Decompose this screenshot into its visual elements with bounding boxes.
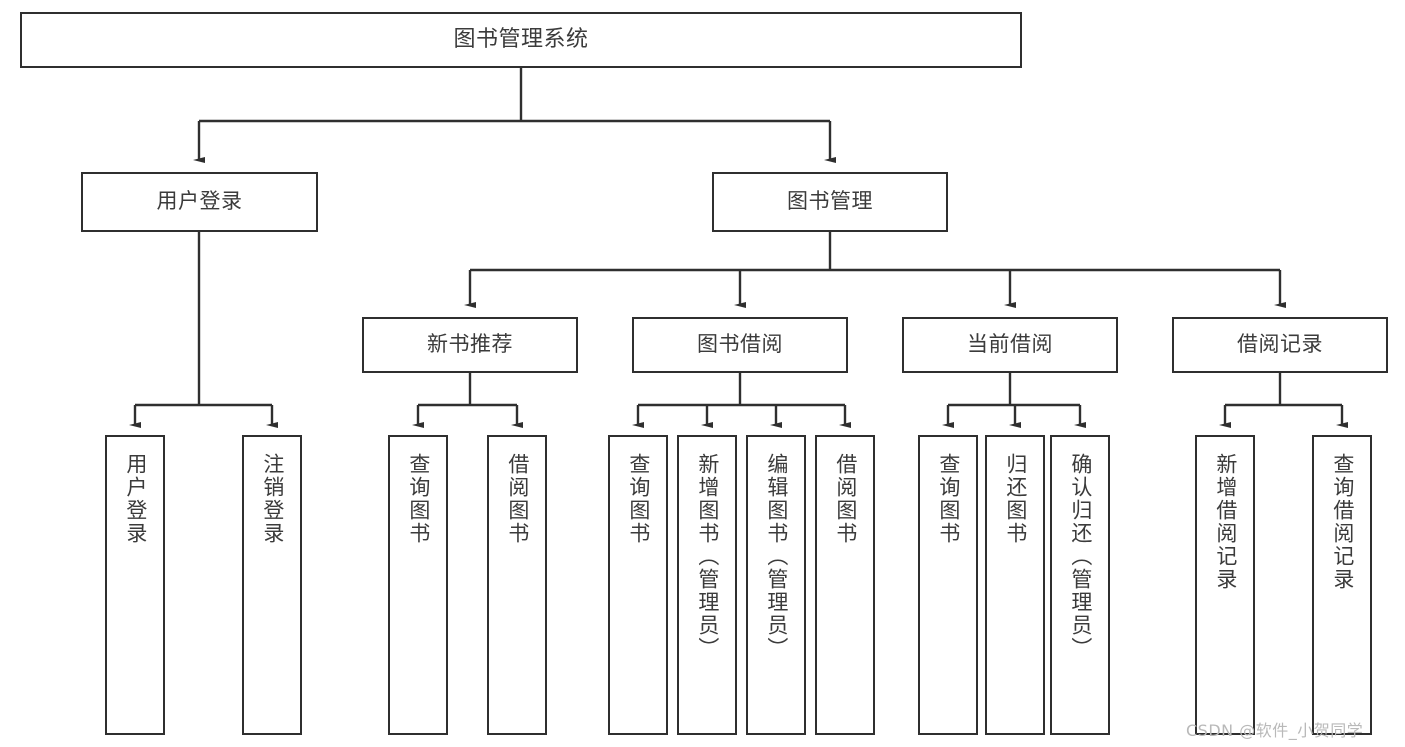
node-leaf-edit-book-admin[interactable]: 编辑图书（管理员） <box>746 435 806 735</box>
node-label: 借阅图书 <box>833 453 858 545</box>
node-label: 图书管理系统 <box>453 26 589 52</box>
node-label: 当前借阅 <box>967 332 1053 357</box>
node-label: 注销登录 <box>260 453 285 545</box>
node-label: 借阅图书 <box>505 453 530 545</box>
node-label: 图书借阅 <box>697 332 783 357</box>
node-book-management-system[interactable]: 图书管理系统 <box>20 12 1022 68</box>
node-leaf-add-borrow-record[interactable]: 新增借阅记录 <box>1195 435 1255 735</box>
node-label: 确认归还（管理员） <box>1068 453 1093 660</box>
node-label: 查询图书 <box>406 453 431 545</box>
node-leaf-return-book[interactable]: 归还图书 <box>985 435 1045 735</box>
node-leaf-query-book-current[interactable]: 查询图书 <box>918 435 978 735</box>
node-current-borrow[interactable]: 当前借阅 <box>902 317 1118 373</box>
node-label: 查询图书 <box>626 453 651 545</box>
node-book-borrow[interactable]: 图书借阅 <box>632 317 848 373</box>
node-user-login[interactable]: 用户登录 <box>81 172 318 232</box>
node-label: 查询借阅记录 <box>1330 453 1355 591</box>
node-label: 用户登录 <box>123 453 148 545</box>
node-leaf-borrow-book-recommend[interactable]: 借阅图书 <box>487 435 547 735</box>
node-label: 用户登录 <box>156 189 243 214</box>
watermark-text: CSDN @软件_小贺同学 <box>1186 721 1364 740</box>
node-leaf-confirm-return-admin[interactable]: 确认归还（管理员） <box>1050 435 1110 735</box>
node-leaf-logout-login[interactable]: 注销登录 <box>242 435 302 735</box>
node-leaf-query-book-borrow[interactable]: 查询图书 <box>608 435 668 735</box>
node-leaf-add-book-admin[interactable]: 新增图书（管理员） <box>677 435 737 735</box>
node-label: 新增借阅记录 <box>1213 453 1238 591</box>
node-label: 新增图书（管理员） <box>695 453 720 660</box>
node-leaf-borrow-book[interactable]: 借阅图书 <box>815 435 875 735</box>
node-label: 新书推荐 <box>427 332 513 357</box>
node-book-management[interactable]: 图书管理 <box>712 172 948 232</box>
node-label: 图书管理 <box>787 189 873 214</box>
node-leaf-query-book-recommend[interactable]: 查询图书 <box>388 435 448 735</box>
node-label: 借阅记录 <box>1237 332 1323 357</box>
node-leaf-user-login[interactable]: 用户登录 <box>105 435 165 735</box>
node-label: 编辑图书（管理员） <box>764 453 789 660</box>
node-label: 查询图书 <box>936 453 961 545</box>
node-leaf-query-borrow-record[interactable]: 查询借阅记录 <box>1312 435 1372 735</box>
node-new-book-recommend[interactable]: 新书推荐 <box>362 317 578 373</box>
node-label: 归还图书 <box>1003 453 1028 545</box>
node-borrow-record[interactable]: 借阅记录 <box>1172 317 1388 373</box>
